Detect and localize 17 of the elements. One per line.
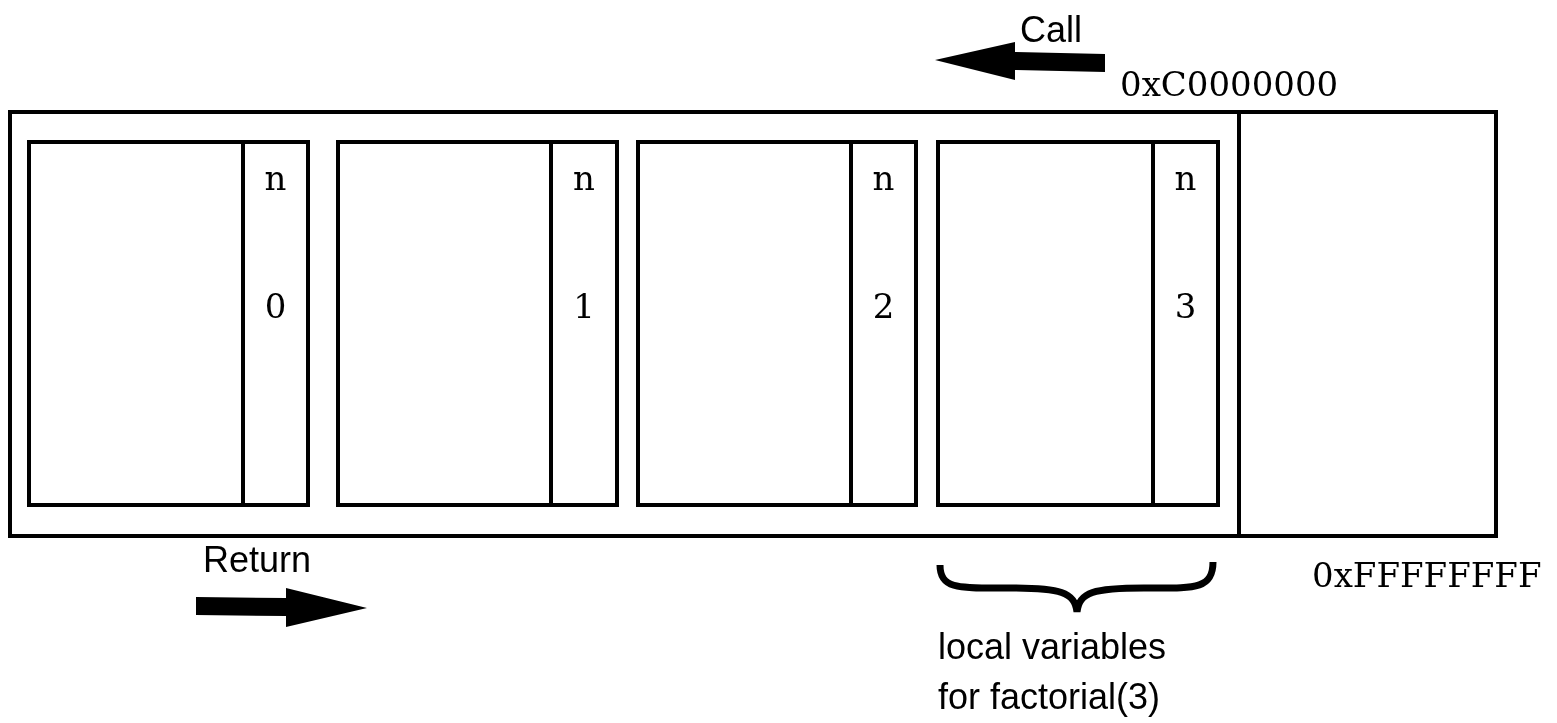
stack-frame [636,140,918,507]
variable-name: n [872,158,895,198]
variable-name: n [1174,158,1197,198]
variable-value: 2 [872,286,895,326]
address-label: 0xFFFFFFFF [1312,555,1542,595]
address-label: 0xC0000000 [1120,63,1339,106]
stack-frame [936,140,1220,507]
stack-frame [27,140,310,507]
variable-value: 0 [264,286,287,326]
brace-caption: local variables for factorial(3) [938,625,1168,719]
variable-value: 1 [573,286,595,326]
variable-name: n [573,158,595,198]
call-label: Call [1020,8,1082,52]
variable-name: n [264,158,287,198]
stack-frame [336,140,619,507]
return-label: Return [203,538,312,582]
variable-value: 3 [1174,286,1197,326]
